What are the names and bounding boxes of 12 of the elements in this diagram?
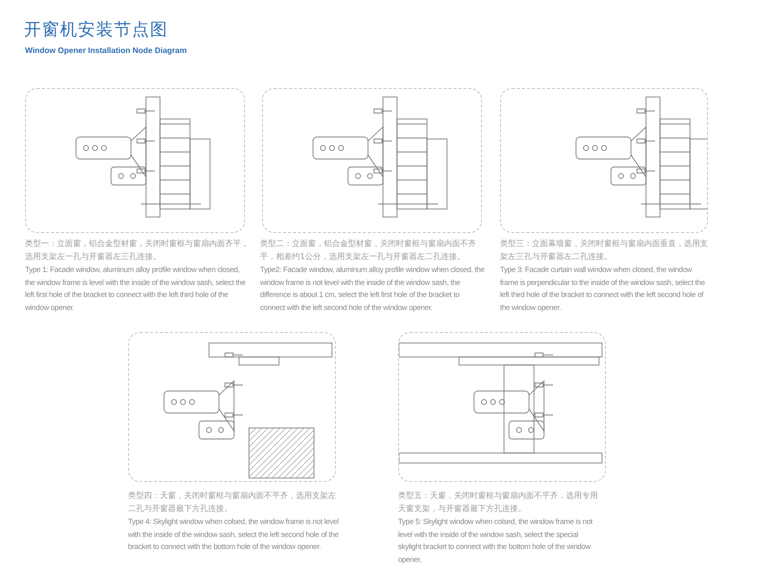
- chinese-description: 类型二：立面窗，铝合金型材窗，关闭时窗框与窗扇内面不齐平，相差约1公分，选用支架左一孔与开窗器左二孔连接。: [260, 238, 477, 262]
- page-title: 开窗机安装节点图: [24, 19, 168, 41]
- drawing-panel: [500, 88, 708, 233]
- drawing-panel: [262, 88, 482, 233]
- drawing-panel: [25, 88, 245, 233]
- chinese-description: 类型五：天窗，关闭时窗框与窗扇内面不平齐，选用专用天窗支架，与开窗器最下方孔连接。: [398, 490, 599, 514]
- drawing-panel: [398, 332, 606, 482]
- drawing-panel: [128, 332, 336, 482]
- chinese-description: 类型三：立面幕墙窗，关闭时窗框与窗扇内面垂直，选用支架左三孔与开窗器左二孔连接。: [500, 238, 709, 262]
- subtitle: Window Opener Installation Node Diagram: [25, 46, 187, 55]
- chinese-description: 类型一：立面窗，铝合金型材窗，关闭时窗框与窗扇内面齐平，选用支架左一孔与开窗器左三孔连接。: [25, 238, 250, 262]
- chinese-description: 类型四：天窗，关闭时窗框与窗扇内面不平齐，选用支架左二孔与开窗器最下方孔连接。: [128, 490, 337, 514]
